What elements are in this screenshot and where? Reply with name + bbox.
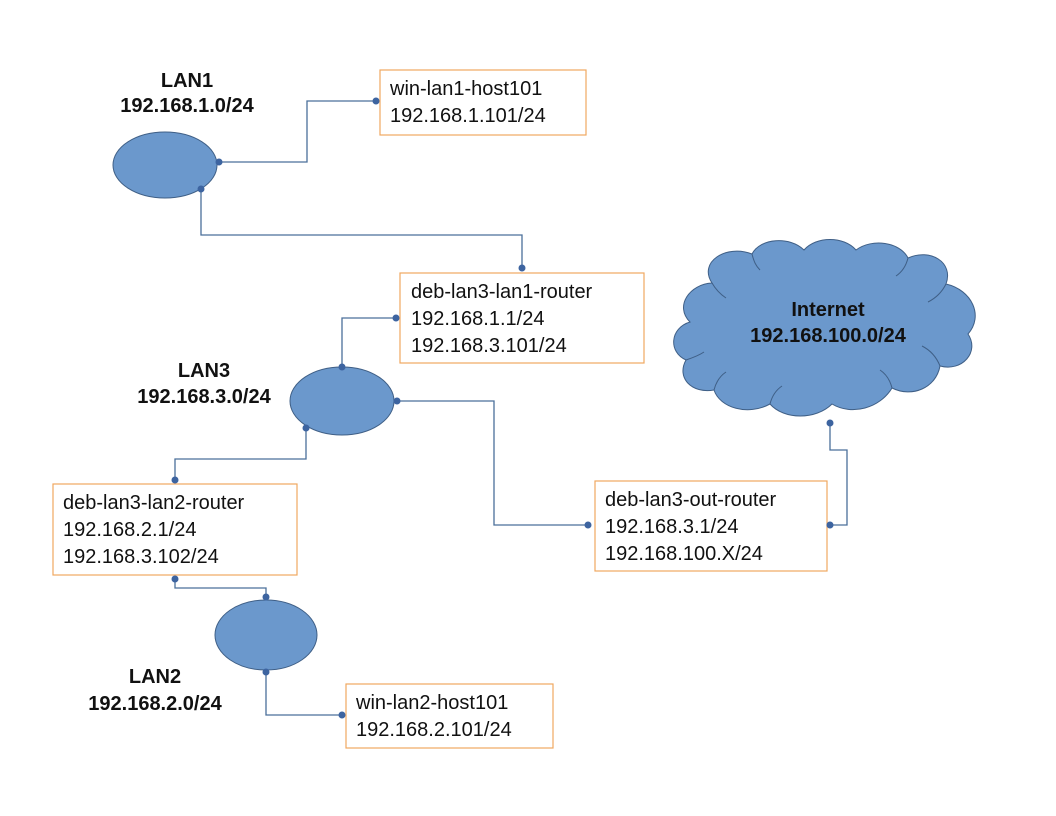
router-deb-lan3-lan2-router[interactable]: deb-lan3-lan2-router 192.168.2.1/24 192.… [52,483,298,576]
router-name: deb-lan3-out-router [605,489,777,511]
cloud-inner-lines [685,253,947,405]
router-box[interactable] [594,480,828,572]
connector-dot[interactable] [826,419,834,427]
cloud-icon[interactable] [673,239,976,417]
router-box[interactable] [399,272,645,364]
connector-dot[interactable] [215,158,223,166]
link-lan1-win-lan1-host [219,100,378,163]
router-ip-2: 192.168.3.101/24 [411,335,567,357]
lan2-network[interactable] [214,599,318,671]
router-ip-1: 192.168.1.1/24 [411,308,544,330]
connector-dots [171,97,834,719]
host-name: win-lan2-host101 [355,692,508,714]
internet-cloud[interactable] [673,239,976,417]
connectors [174,100,848,716]
connector-dot[interactable] [372,97,380,105]
connector-dot[interactable] [197,185,205,193]
link-lan3-out-router [397,400,588,526]
link-lan3-lan1-router [341,317,396,366]
connector-dot[interactable] [826,521,834,529]
host-ip: 192.168.1.101/24 [390,105,546,127]
lan3-cidr-label: 192.168.3.0/24 [137,386,271,408]
host-win-lan1-host101[interactable]: win-lan1-host101 192.168.1.101/24 [379,69,587,136]
connector-dot[interactable] [171,476,179,484]
connector-dot[interactable] [393,397,401,405]
lan1-network[interactable] [112,131,218,199]
connector-dot[interactable] [171,575,179,583]
host-box[interactable] [379,69,587,136]
host-win-lan2-host101[interactable]: win-lan2-host101 192.168.2.101/24 [345,683,554,749]
link-lan3-lan2-router [174,428,307,480]
connector-dot[interactable] [338,363,346,371]
lan1-cidr-label: 192.168.1.0/24 [120,95,254,117]
lan2-name-label: LAN2 [129,666,181,688]
link-lan1-lan1-router [200,189,523,268]
router-name: deb-lan3-lan2-router [63,492,245,514]
lan2-ellipse[interactable] [214,599,318,671]
lan2-cidr-label: 192.168.2.0/24 [88,693,222,715]
link-internet-out-router [829,423,848,526]
connector-dot[interactable] [262,593,270,601]
link-lan2-win-lan2-host [265,672,342,716]
router-box[interactable] [52,483,298,576]
connector-dot[interactable] [584,521,592,529]
connector-dot[interactable] [302,424,310,432]
connector-dot[interactable] [262,668,270,676]
lan1-ellipse[interactable] [112,131,218,199]
host-name: win-lan1-host101 [389,78,542,100]
internet-name-label: Internet [791,299,865,321]
router-deb-lan3-lan1-router[interactable]: deb-lan3-lan1-router 192.168.1.1/24 192.… [399,272,645,364]
router-ip-2: 192.168.100.X/24 [605,543,763,565]
lan1-name-label: LAN1 [161,70,213,92]
host-box[interactable] [345,683,554,749]
link-lan2-lan2-router [174,578,267,597]
router-ip-1: 192.168.3.1/24 [605,516,738,538]
router-ip-1: 192.168.2.1/24 [63,519,196,541]
connector-dot[interactable] [518,264,526,272]
internet-cidr-label: 192.168.100.0/24 [750,325,907,347]
lan3-name-label: LAN3 [178,360,230,382]
router-ip-2: 192.168.3.102/24 [63,546,219,568]
router-deb-lan3-out-router[interactable]: deb-lan3-out-router 192.168.3.1/24 192.1… [594,480,828,572]
host-ip: 192.168.2.101/24 [356,719,512,741]
connector-dot[interactable] [338,711,346,719]
connector-dot[interactable] [392,314,400,322]
router-name: deb-lan3-lan1-router [411,281,593,303]
